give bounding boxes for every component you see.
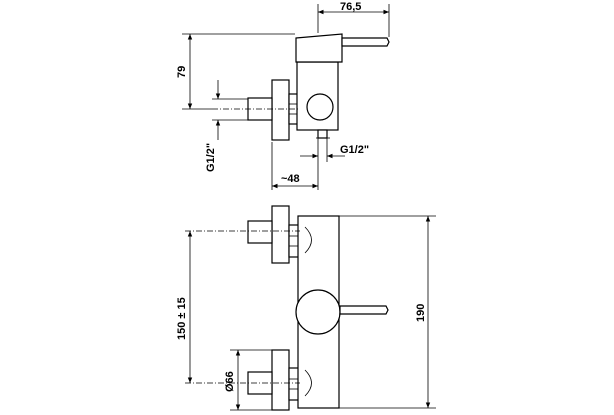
dim-label-inlet-thread: G1/2" — [205, 143, 217, 172]
dim-label-outlet-thread: G1/2" — [340, 144, 369, 156]
front-upper-flange — [271, 205, 290, 264]
side-lever-handle — [341, 37, 390, 47]
side-cartridge-circle — [306, 93, 334, 121]
side-dimensions: 76,5 79 G1/2" G1/2" ~48 — [176, 1, 390, 190]
front-lever-handle — [339, 305, 389, 315]
side-outlet — [317, 129, 328, 139]
front-lower-flange — [271, 349, 290, 411]
side-wall-flange — [271, 79, 290, 141]
front-handle-boss — [295, 289, 341, 335]
dim-label-150: 150 ± 15 — [176, 297, 188, 340]
front-view — [185, 205, 389, 411]
front-dimensions: 150 ± 15 190 Ø66 — [176, 215, 436, 411]
side-cartridge-cap — [295, 33, 343, 63]
front-upper-stub — [247, 220, 273, 244]
side-view — [212, 33, 390, 141]
dim-label-48: ~48 — [281, 173, 300, 185]
dim-label-76-5: 76,5 — [340, 1, 361, 13]
dim-label-79: 79 — [176, 66, 188, 78]
dim-label-66: Ø66 — [224, 371, 236, 392]
dim-label-190: 190 — [415, 304, 427, 322]
